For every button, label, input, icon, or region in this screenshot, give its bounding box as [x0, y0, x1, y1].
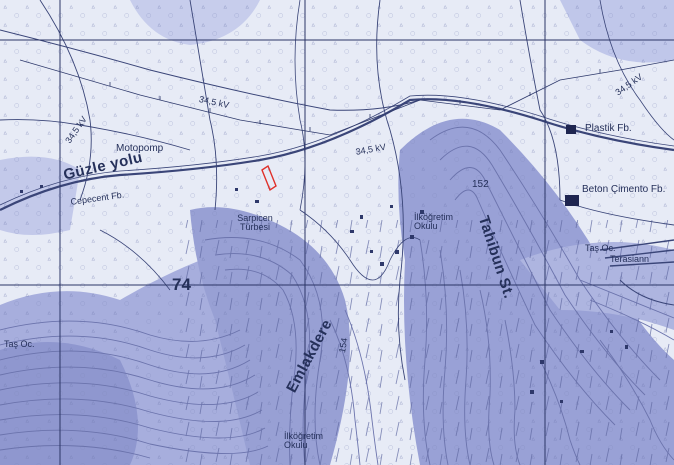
label-beton: Beton Çimento Fb.	[582, 184, 666, 195]
label-ilkogretim-2: İlköğretim Okulu	[284, 431, 324, 450]
buildings	[20, 185, 628, 403]
slope-ticks	[180, 220, 674, 465]
label-turbe: Sarpicen Türbesi	[237, 213, 273, 232]
parcel-marker-icon	[261, 164, 277, 192]
label-tas-oc-2: Taş Oc.	[4, 339, 35, 349]
label-motopomp: Motopomp	[116, 143, 164, 154]
label-terasiann: Terasiann	[610, 254, 650, 264]
label-ilkogretim-1: İlköğretim Okulu	[414, 212, 454, 231]
contour-lines	[0, 126, 674, 465]
label-tas-oc-1: Taş Oc.	[585, 243, 616, 253]
factory-icon	[565, 125, 579, 206]
power-line	[19, 59, 674, 136]
label-elev-1: 152	[472, 179, 489, 190]
label-plastik: Plastik Fb.	[585, 123, 632, 134]
label-grid-74: 74	[172, 275, 191, 294]
